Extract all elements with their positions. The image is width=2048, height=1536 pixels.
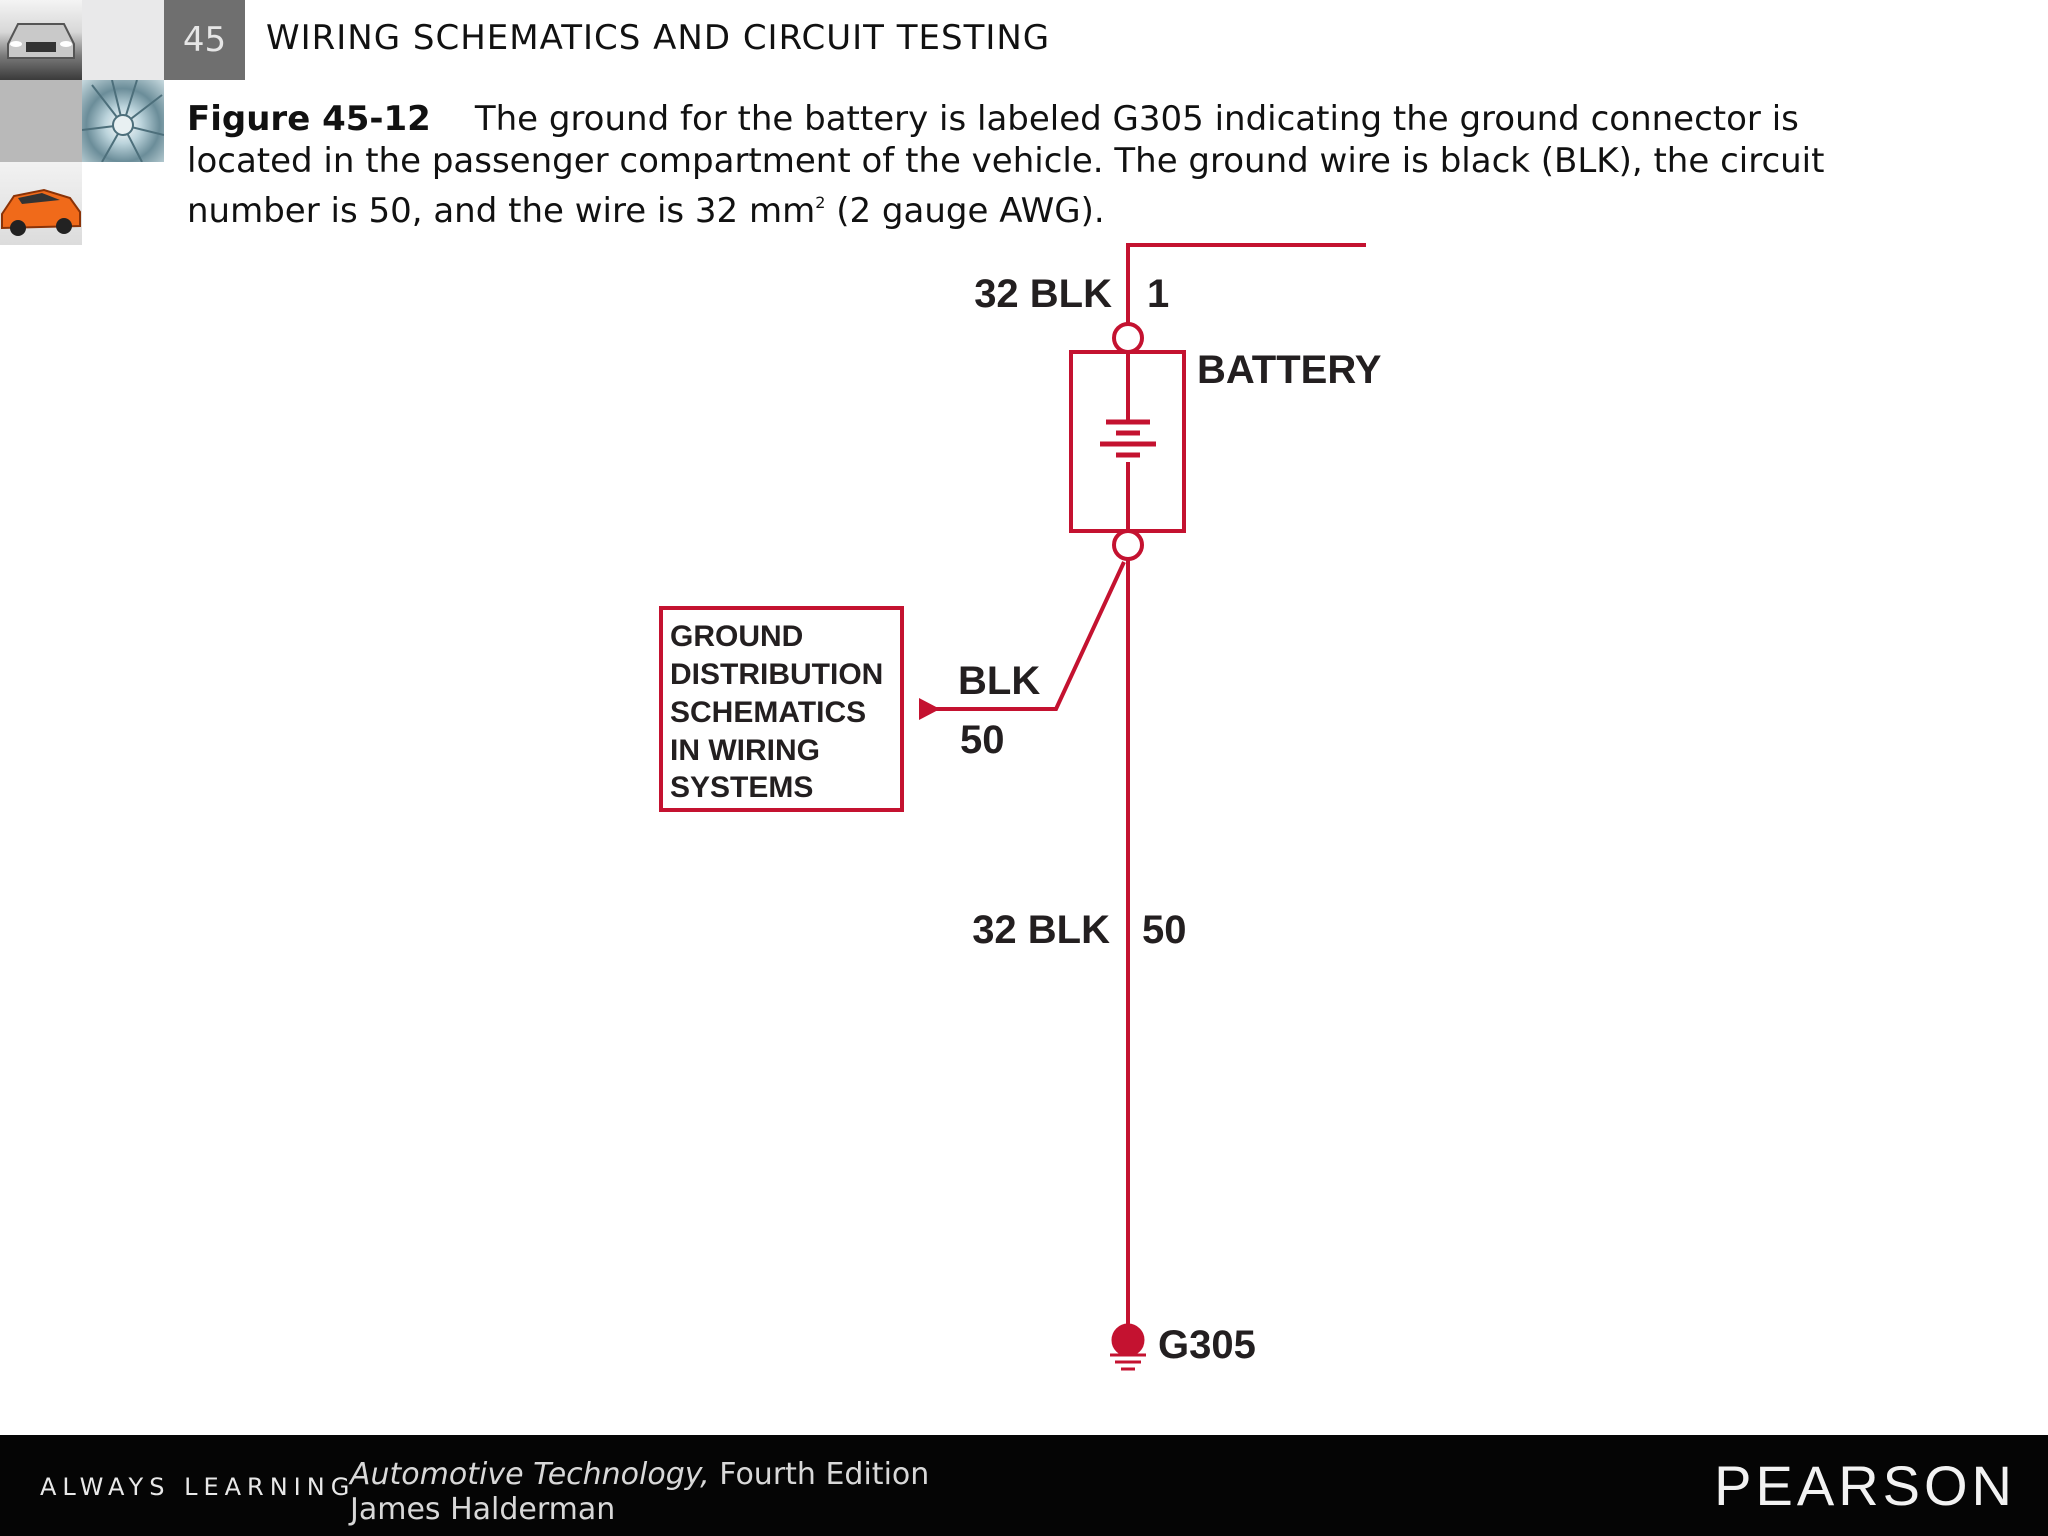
book-edition: Fourth Edition [709,1457,930,1492]
publisher-logo: PEARSON [1714,1454,2016,1517]
book-author: James Halderman [350,1492,616,1527]
ground-symbol [1110,1323,1146,1371]
chapter-number: 45 [164,0,245,80]
bottom-wire-label: 32 BLK [972,908,1110,952]
reference-box-line-1: GROUND [670,620,803,653]
chapter-title: WIRING SCHEMATICS AND CIRCUIT TESTING [266,18,1051,58]
reference-box-line-2: DISTRIBUTION [670,658,883,691]
figure-label: Figure 45-12 [187,99,431,139]
gray-square-thumbnail-2 [0,80,82,162]
reference-box-line-5: SYSTEMS [670,771,813,804]
branch-color-label: BLK [958,659,1040,703]
reference-box-line-3: SCHEMATICS [670,696,866,729]
reference-box-line-4: IN WIRING [670,734,820,767]
top-wire-label: 32 BLK [974,272,1112,316]
battery-bottom-terminal [1112,529,1144,561]
reference-box [659,606,904,812]
branch-circuit-number: 50 [960,718,1005,762]
book-title: Automotive Technology, [350,1457,710,1492]
blank-square-thumbnail [82,162,164,245]
battery-top-terminal [1112,322,1144,354]
bottom-circuit-number: 50 [1142,908,1187,952]
battery-cell-symbol [1100,419,1156,458]
reference-arrow [919,698,940,720]
gray-square-thumbnail [82,0,164,80]
book-title-line: Automotive Technology, Fourth Edition [350,1457,929,1492]
top-circuit-number: 1 [1147,272,1169,316]
branch-wire [934,561,1126,711]
car-front-thumbnail [0,0,82,80]
wiring-schematic: 32 BLK 1 BATTERY GROUND DISTRIBUTION SCH… [659,243,1382,1371]
footer-bar: ALWAYS LEARNING Automotive Technology, F… [0,1435,2048,1536]
orange-car-thumbnail [0,162,82,245]
caption-text: The ground for the battery is labeled G3… [187,99,1825,231]
always-learning-tagline: ALWAYS LEARNING [40,1473,356,1501]
caption-superscript: 2 [815,193,826,212]
turbine-thumbnail [82,80,164,162]
caption-text-end: (2 gauge AWG). [825,191,1105,231]
battery-label: BATTERY [1197,348,1382,392]
ground-label: G305 [1158,1323,1256,1367]
header-thumbnails [0,0,164,245]
